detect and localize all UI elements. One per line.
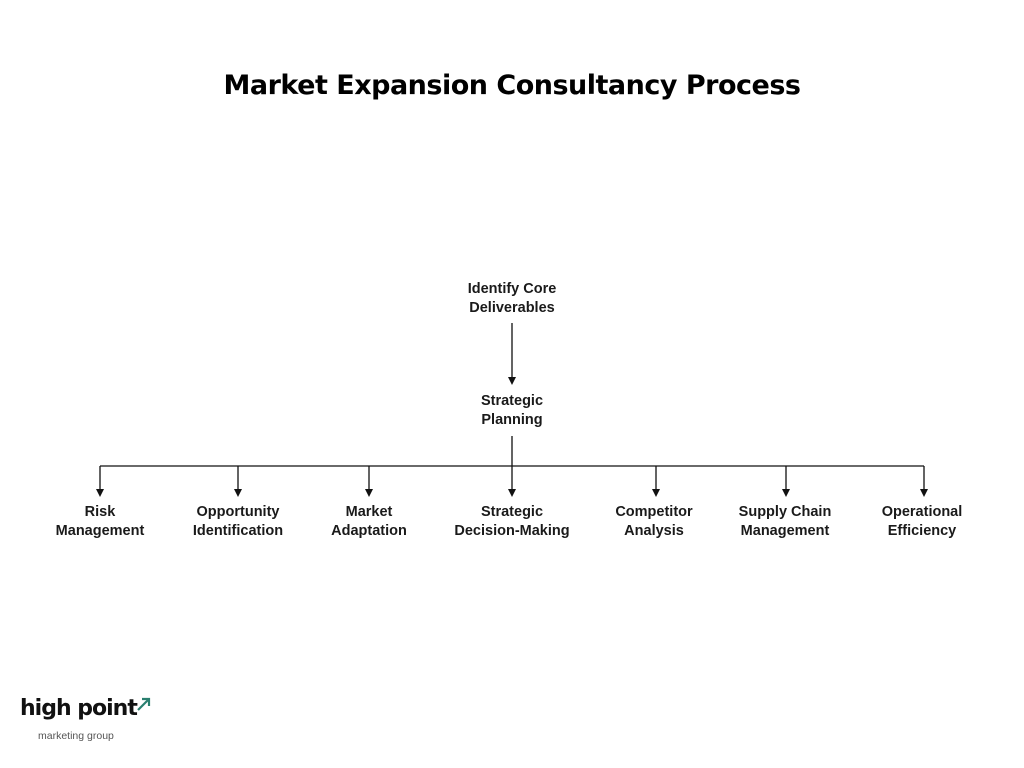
node-label-line: Efficiency xyxy=(887,523,957,539)
logo-tagline: marketing group xyxy=(38,730,114,742)
node-risk-management: Risk Management xyxy=(25,503,175,541)
diagram-title: Market Expansion Consultancy Process xyxy=(223,70,801,101)
logo-wordmark: high point xyxy=(20,696,138,721)
node-opportunity-identification: Opportunity Identification xyxy=(163,503,313,541)
node-identify-core-deliverables: Identify Core Deliverables xyxy=(437,280,587,318)
node-label-line: Decision-Making xyxy=(454,523,570,539)
node-label-line: Market xyxy=(345,504,393,520)
node-label-line: Management xyxy=(740,523,830,539)
node-market-adaptation: Market Adaptation xyxy=(294,503,444,541)
node-label-line: Supply Chain xyxy=(738,504,832,520)
node-label-line: Identify Core xyxy=(467,281,557,297)
arrow-up-right-icon xyxy=(137,697,151,711)
node-label-line: Competitor xyxy=(615,504,693,520)
node-label-line: Planning xyxy=(481,412,543,428)
node-strategic-decision-making: Strategic Decision-Making xyxy=(437,503,587,541)
company-logo: high point marketing group xyxy=(20,696,151,746)
node-label-line: Strategic xyxy=(480,393,544,409)
node-label-line: Management xyxy=(55,523,145,539)
node-label-line: Adaptation xyxy=(331,523,407,539)
node-operational-efficiency: Operational Efficiency xyxy=(847,503,997,541)
node-competitor-analysis: Competitor Analysis xyxy=(579,503,729,541)
node-label-line: Operational xyxy=(881,504,963,520)
node-label-line: Analysis xyxy=(624,523,684,539)
node-supply-chain-management: Supply Chain Management xyxy=(710,503,860,541)
node-label-line: Risk xyxy=(84,504,116,520)
node-label-line: Deliverables xyxy=(469,300,555,316)
node-label-line: Identification xyxy=(192,523,284,539)
node-strategic-planning: Strategic Planning xyxy=(437,392,587,430)
node-label-line: Strategic xyxy=(480,504,544,520)
node-label-line: Opportunity xyxy=(196,504,280,520)
